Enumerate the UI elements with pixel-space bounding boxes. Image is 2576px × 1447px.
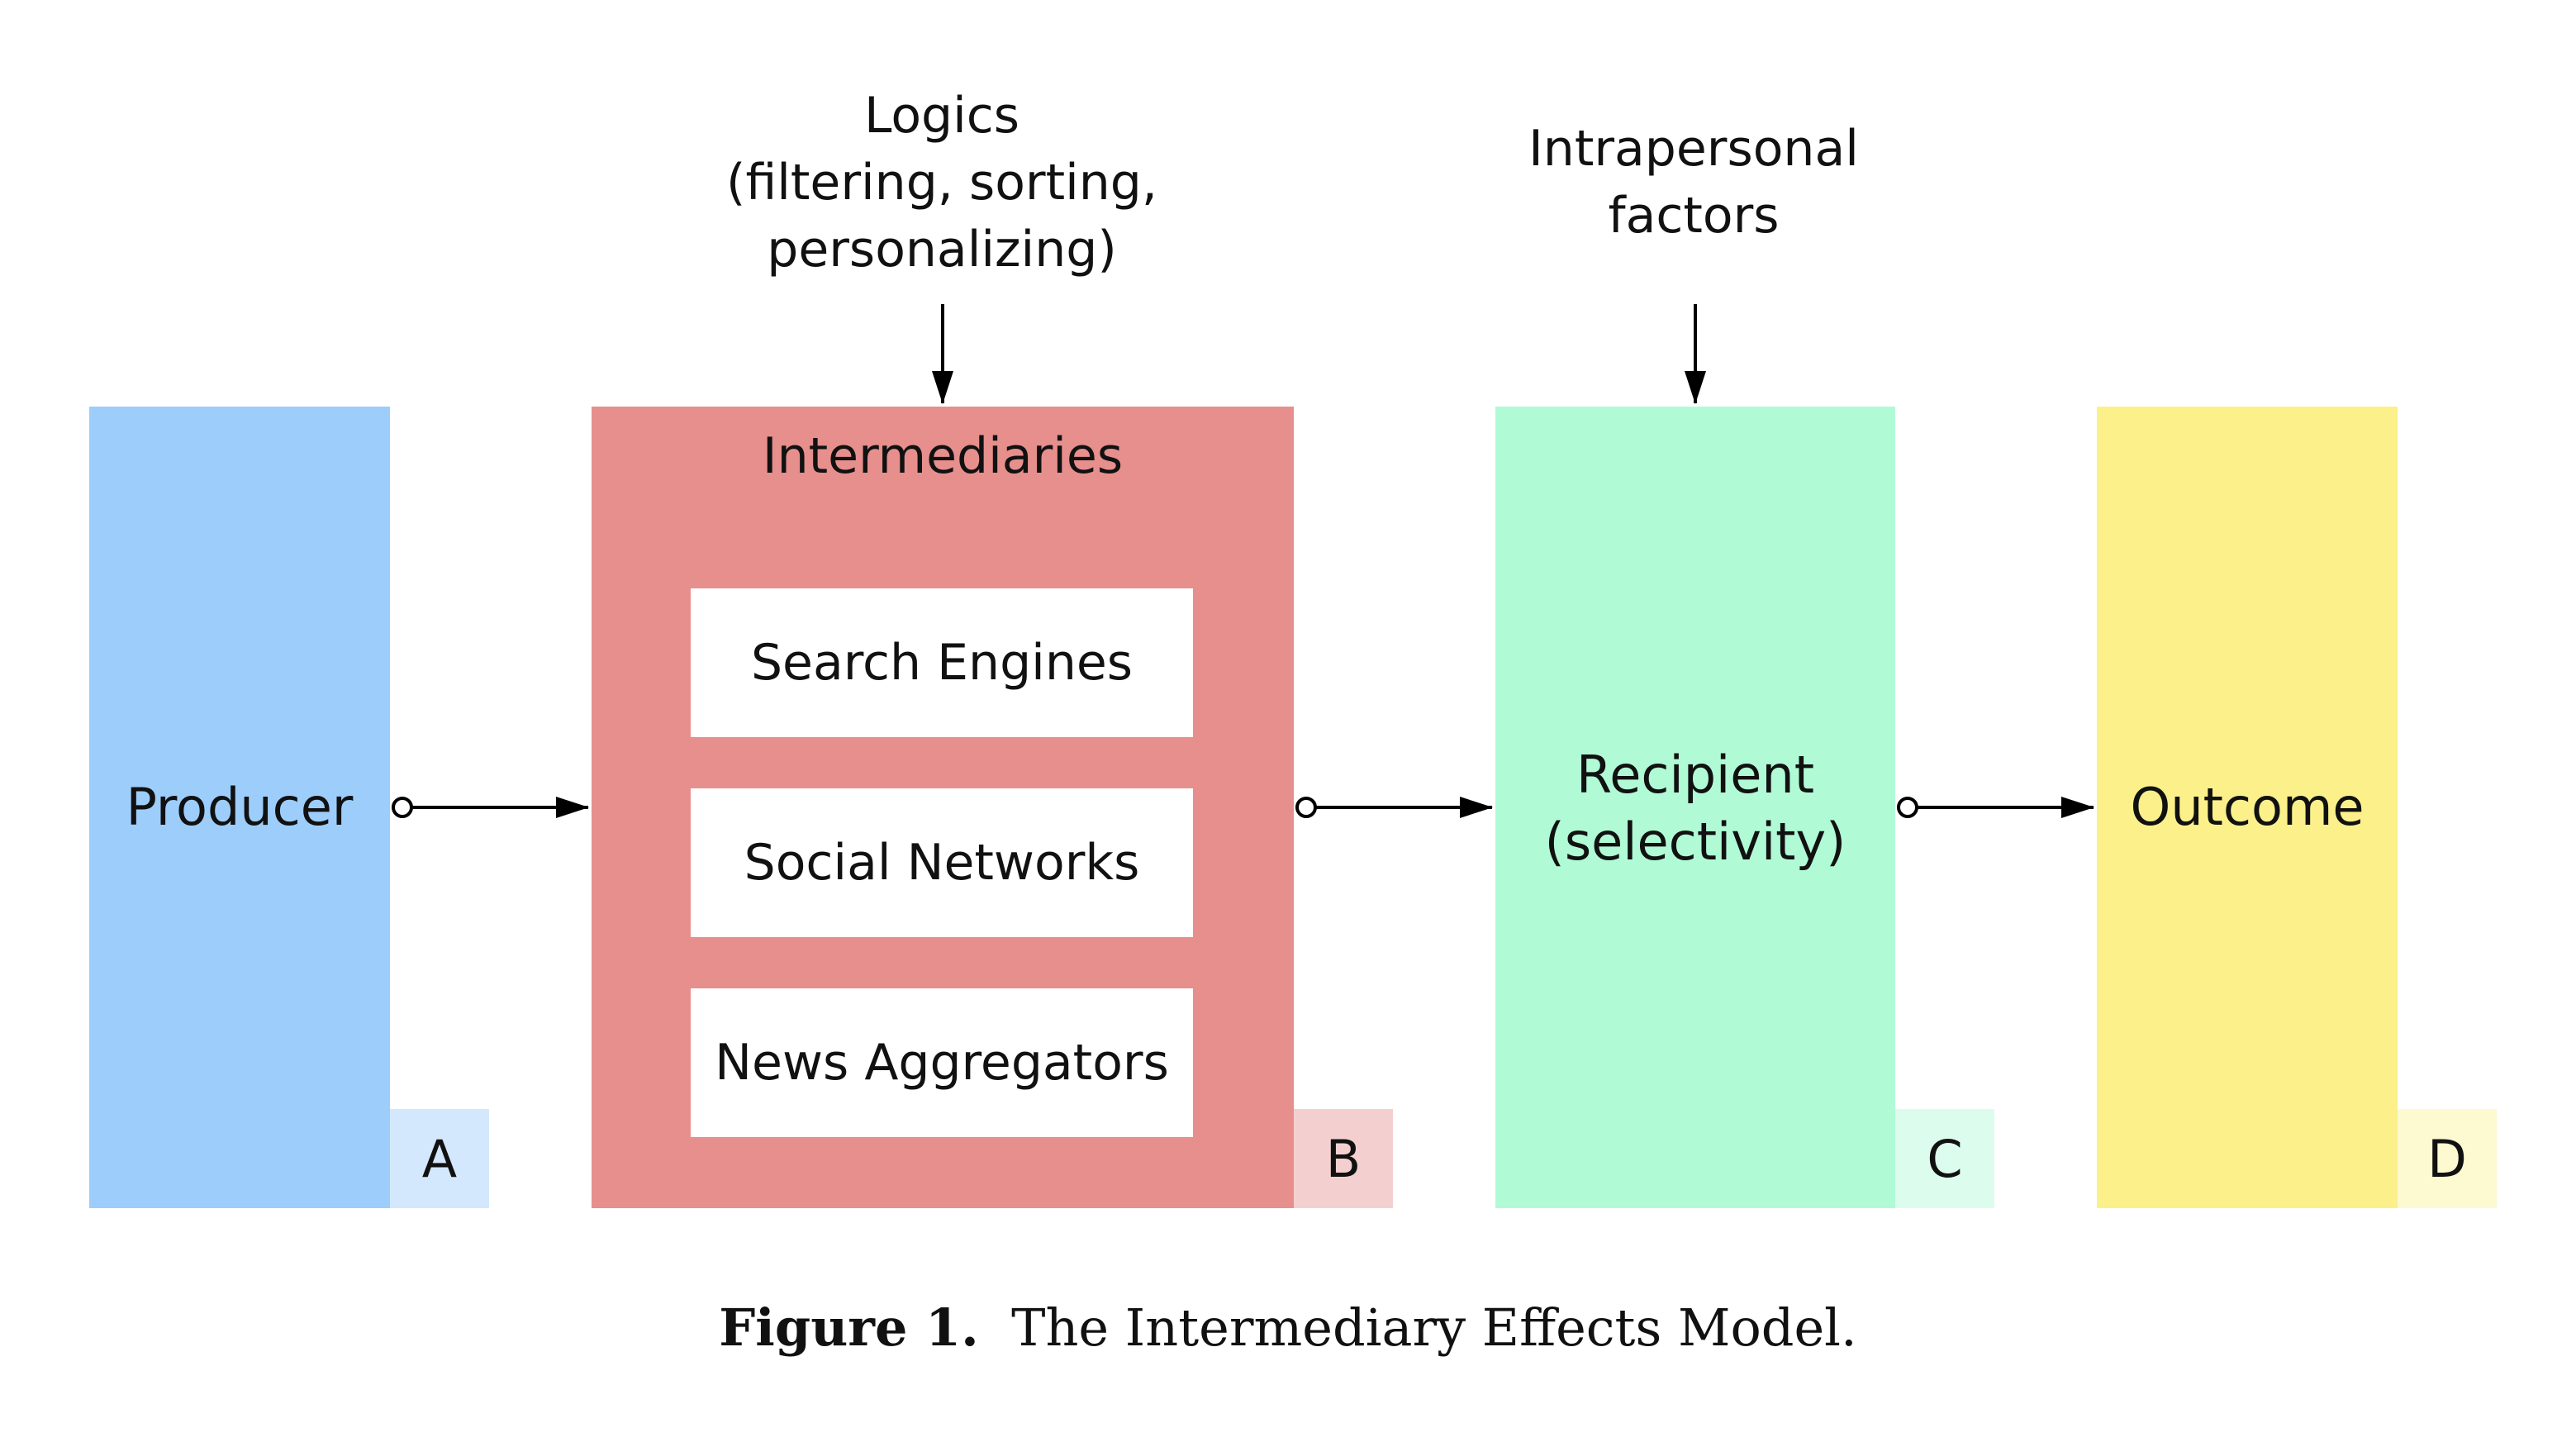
news-aggregators-label: News Aggregators — [715, 1034, 1169, 1092]
figure-label: Figure 1. — [719, 1297, 979, 1358]
logics-label-line-3: personalizing) — [767, 221, 1117, 278]
intermediaries-to-recipient-arrow — [1295, 797, 1493, 818]
recipient-label: Recipient (selectivity) — [1545, 742, 1846, 875]
outcome-tag-letter: D — [2427, 1128, 2467, 1189]
producer-box: Producer — [89, 407, 390, 1208]
producer-tag-letter: A — [421, 1128, 458, 1189]
intrapersonal-label-line-1: Intrapersonal — [1528, 120, 1859, 178]
social-networks-box: Social Networks — [691, 788, 1193, 937]
intermediaries-title: Intermediaries — [762, 427, 1124, 485]
producer-to-intermediaries-arrow — [392, 797, 589, 818]
recipient-tag: C — [1895, 1109, 1994, 1208]
intrapersonal-factors-label: Intrapersonal factors — [1446, 116, 1942, 250]
recipient-to-outcome-arrow — [1897, 797, 2094, 818]
search-engines-label: Search Engines — [750, 634, 1134, 692]
logics-label-line-1: Logics — [863, 87, 1020, 145]
news-aggregators-box: News Aggregators — [691, 988, 1193, 1137]
recipient-box: Recipient (selectivity) — [1495, 407, 1895, 1208]
outcome-tag: D — [2398, 1109, 2497, 1208]
recipient-label-line-2: (selectivity) — [1544, 811, 1846, 872]
logics-label: Logics (filtering, sorting, personalizin… — [694, 83, 1190, 283]
figure-caption: Figure 1. The Intermediary Effects Model… — [0, 1297, 2576, 1358]
figure-caption-text: The Intermediary Effects Model. — [1011, 1297, 1857, 1358]
recipient-tag-letter: C — [1927, 1128, 1963, 1189]
outcome-label: Outcome — [2130, 776, 2365, 837]
producer-label: Producer — [126, 776, 354, 837]
recipient-label-line-1: Recipient — [1576, 745, 1815, 805]
intermediaries-tag: B — [1294, 1109, 1393, 1208]
intermediaries-tag-letter: B — [1325, 1128, 1362, 1189]
intrapersonal-label-line-2: factors — [1608, 187, 1780, 245]
producer-tag: A — [390, 1109, 489, 1208]
logics-label-line-2: (filtering, sorting, — [726, 154, 1157, 212]
outcome-box: Outcome — [2097, 407, 2398, 1208]
search-engines-box: Search Engines — [691, 588, 1193, 737]
social-networks-label: Social Networks — [744, 834, 1140, 892]
